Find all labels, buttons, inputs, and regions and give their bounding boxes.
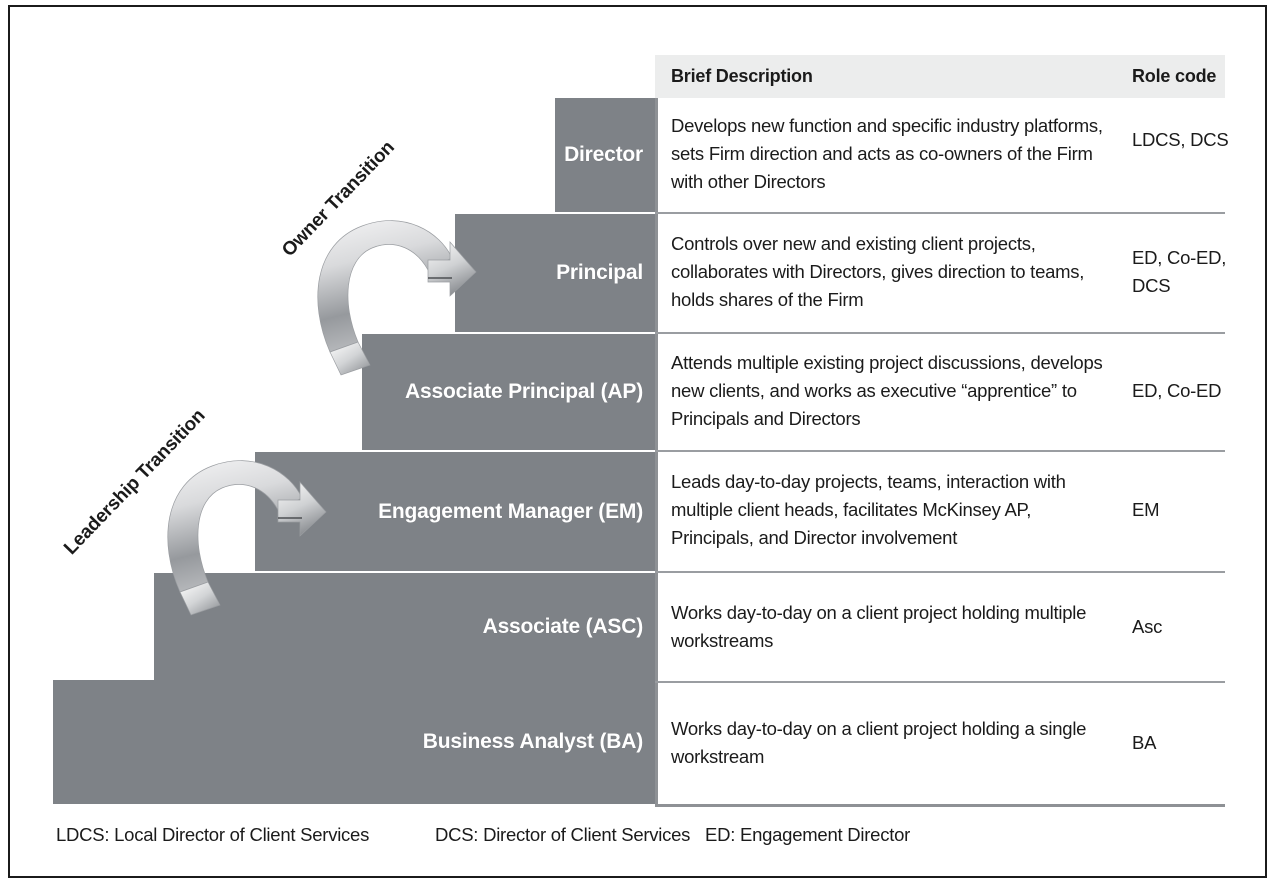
table-row: Leads day-to-day projects, teams, intera… [655, 450, 1225, 571]
table-row: Develops new function and specific indus… [655, 98, 1229, 212]
leadership-transition-arrow [167, 460, 327, 616]
step-label-principal: Principal [556, 261, 643, 284]
step-label-business-analyst: Business Analyst (BA) [422, 730, 643, 753]
cell-description: Works day-to-day on a client project hol… [671, 718, 1087, 768]
figure-frame: Director Principal Associate Principal (… [8, 5, 1267, 878]
table-row: Works day-to-day on a client project hol… [655, 571, 1225, 681]
table-header-row: Brief Description Role code [655, 55, 1225, 98]
table-bottom-rule [655, 804, 1225, 807]
step-associate: Associate (ASC) [154, 573, 655, 681]
step-label-director: Director [564, 143, 643, 166]
step-label-engagement-manager: Engagement Manager (EM) [378, 499, 643, 523]
column-header-description: Brief Description [671, 66, 813, 86]
table-row: Attends multiple existing project discus… [655, 332, 1225, 450]
step-label-associate: Associate (ASC) [482, 615, 644, 638]
legend-row: LDCS: Local Director of Client Services … [18, 815, 1275, 855]
step-director: Director [555, 98, 655, 212]
step-principal: Principal [455, 214, 655, 332]
column-header-role-code: Role code [1132, 66, 1217, 86]
step-label-associate-principal: Associate Principal (AP) [405, 380, 643, 403]
table-row: Controls over new and existing client pr… [655, 212, 1226, 332]
cell-description: Attends multiple existing project discus… [671, 352, 1103, 430]
cell-role-code: Asc [1132, 616, 1163, 637]
cell-role-code: BA [1132, 732, 1157, 753]
step-business-analyst: Business Analyst (BA) [53, 680, 655, 804]
step-associate-principal: Associate Principal (AP) [362, 334, 655, 450]
legend-item: ED: Engagement Director [705, 824, 911, 845]
cell-description: Leads day-to-day projects, teams, intera… [671, 471, 1066, 549]
cell-role-code: LDCS, DCS [1132, 129, 1229, 150]
legend-item: LDCS: Local Director of Client Services [56, 824, 370, 845]
cell-description: Develops new function and specific indus… [671, 115, 1103, 193]
owner-transition-arrow [317, 220, 477, 376]
cell-role-code: ED, Co-ED, DCS [1132, 247, 1227, 297]
table-left-rule [655, 98, 658, 807]
cell-description: Works day-to-day on a client project hol… [671, 602, 1087, 652]
legend-item: DCS: Director of Client Services [435, 824, 691, 845]
cell-role-code: ED, Co-ED [1132, 380, 1222, 401]
cell-role-code: EM [1132, 499, 1160, 520]
table-row: Works day-to-day on a client project hol… [655, 681, 1225, 807]
cell-description: Controls over new and existing client pr… [671, 233, 1085, 311]
